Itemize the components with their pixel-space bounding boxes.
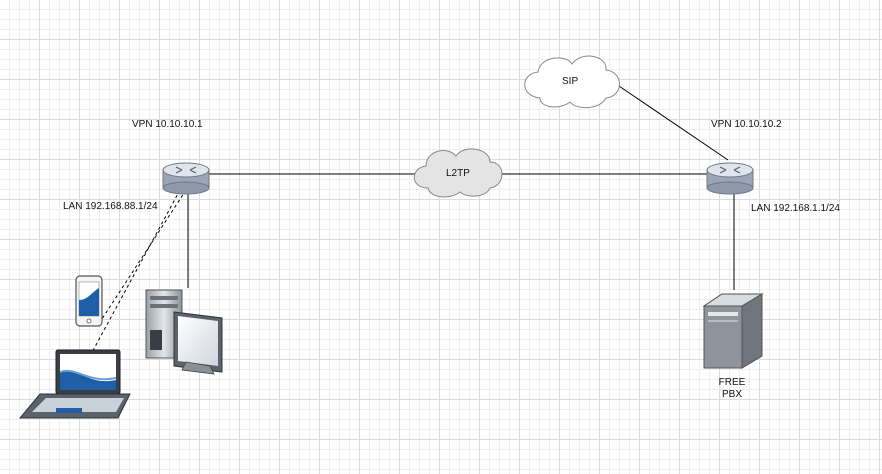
pbx-server-icon[interactable] — [702, 293, 764, 369]
link-right-router-to-sip[interactable] — [615, 83, 729, 161]
desktop-computer-icon[interactable] — [145, 289, 223, 375]
vpn-left-label: VPN 10.10.10.1 — [132, 119, 203, 130]
l2tp-cloud-icon[interactable] — [413, 148, 503, 198]
router-right-icon[interactable] — [706, 162, 754, 195]
l2tp-cloud-label: L2TP — [446, 168, 470, 179]
wireless-link-laptop[interactable] — [99, 189, 187, 323]
sip-cloud-icon[interactable] — [524, 55, 620, 108]
laptop-icon[interactable] — [18, 349, 131, 419]
lan-left-label: LAN 192.168.88.1/24 — [63, 201, 158, 212]
vpn-right-label: VPN 10.10.10.2 — [711, 119, 782, 130]
router-left-icon[interactable] — [162, 162, 210, 195]
smartphone-icon[interactable] — [75, 275, 103, 327]
pbx-label-line2: PBX — [721, 389, 742, 400]
sip-cloud-label: SIP — [562, 76, 579, 87]
pbx-label-line1: FREE — [718, 377, 746, 388]
lan-right-label: LAN 192.168.1.1/24 — [751, 203, 840, 214]
wireless-link-phone[interactable] — [89, 189, 181, 357]
